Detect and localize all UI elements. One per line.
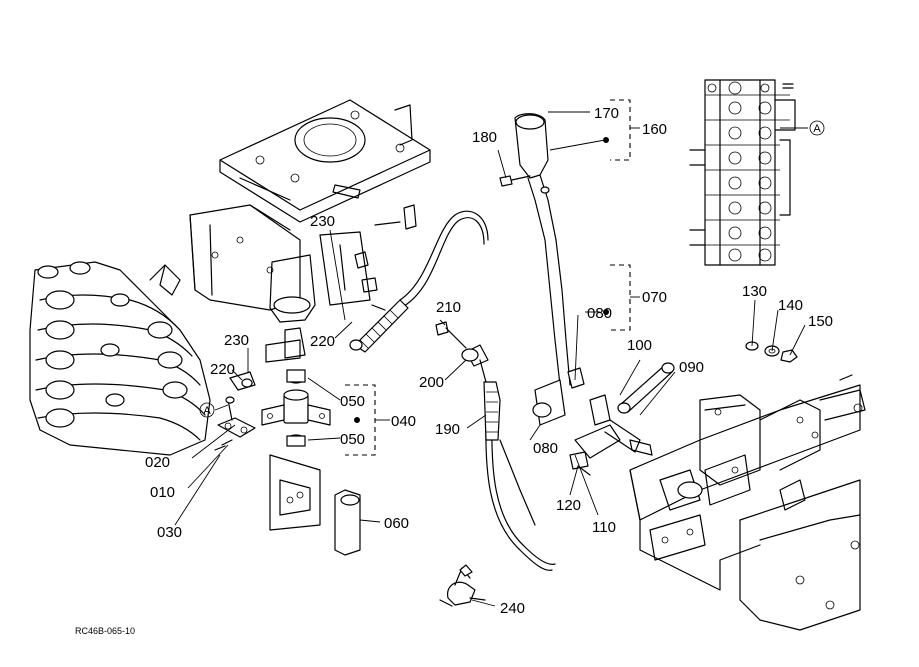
callout-040: 040 bbox=[391, 413, 416, 430]
pivot-block bbox=[261, 369, 331, 447]
hand-lever bbox=[499, 113, 571, 386]
control-cable bbox=[349, 210, 556, 571]
ref-marker-a-right: A bbox=[809, 120, 825, 136]
callout-170: 170 bbox=[594, 105, 619, 122]
callout-110: 110 bbox=[592, 519, 616, 536]
bracket-070 bbox=[610, 264, 631, 331]
callout-130: 130 bbox=[742, 283, 767, 300]
leader-lines bbox=[174, 111, 808, 607]
callout-090: 090 bbox=[679, 359, 704, 376]
callout-080-lower: 080 bbox=[533, 440, 558, 457]
lever-base-shaft bbox=[532, 362, 675, 476]
lever-gate-guide bbox=[689, 79, 796, 266]
callout-160: 160 bbox=[642, 121, 667, 138]
valve-mount-plate bbox=[189, 204, 301, 311]
callout-210: 210 bbox=[436, 299, 461, 316]
callout-220-left: 220 bbox=[210, 361, 235, 378]
bracket-160 bbox=[610, 99, 631, 161]
callout-120: 120 bbox=[556, 497, 581, 514]
callout-070: 070 bbox=[642, 289, 667, 306]
callout-060: 060 bbox=[384, 515, 409, 532]
callout-230-lower: 230 bbox=[224, 332, 249, 349]
top-flange-plate bbox=[219, 99, 431, 223]
bolt-210 bbox=[435, 321, 467, 349]
callout-100: 100 bbox=[627, 337, 652, 354]
ref-marker-a-left-text: A bbox=[203, 405, 211, 417]
callout-200: 200 bbox=[419, 374, 444, 391]
pivot-bracket bbox=[269, 454, 361, 556]
callout-010: 010 bbox=[150, 484, 175, 501]
control-valve-block bbox=[29, 261, 211, 456]
callout-140: 140 bbox=[778, 297, 803, 314]
chassis-frame bbox=[629, 374, 866, 631]
callout-050-lower: 050 bbox=[340, 431, 365, 448]
washer-nut-set bbox=[745, 341, 798, 363]
callout-080-upper: 080 bbox=[587, 305, 612, 322]
ref-marker-a-right-text: A bbox=[813, 123, 821, 135]
callout-180: 180 bbox=[472, 129, 497, 146]
callout-240: 240 bbox=[500, 600, 525, 617]
callout-190: 190 bbox=[435, 421, 460, 438]
callout-030: 030 bbox=[157, 524, 182, 541]
callout-labels: 020 010 030 040 050 050 060 070 080 080 … bbox=[145, 105, 833, 617]
callout-dots bbox=[354, 137, 609, 423]
lever-guide-body bbox=[265, 204, 417, 363]
callout-150: 150 bbox=[808, 313, 833, 330]
hose-clamp bbox=[439, 564, 486, 607]
link-plate-assembly bbox=[214, 371, 256, 451]
drawing-code: RC46B-065-10 bbox=[75, 626, 135, 636]
ref-marker-a-left: A bbox=[199, 402, 215, 418]
callout-010-020: 020 bbox=[145, 454, 170, 471]
callout-230-upper: 230 bbox=[310, 213, 335, 230]
callout-050-upper: 050 bbox=[340, 393, 365, 410]
callout-220-right: 220 bbox=[310, 333, 335, 350]
